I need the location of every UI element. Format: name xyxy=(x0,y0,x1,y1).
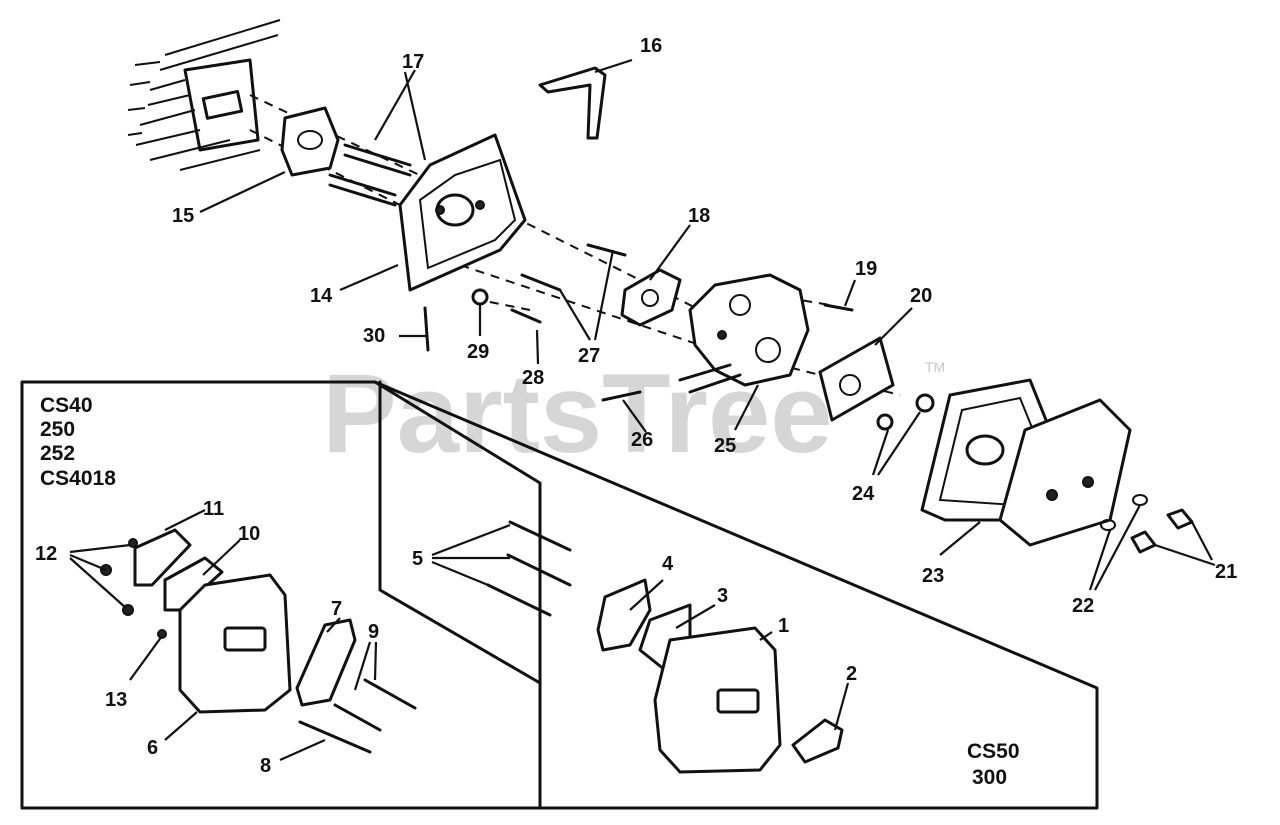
callout-26: 26 xyxy=(631,429,653,451)
part-5-bolts xyxy=(486,520,572,617)
part-12-nut-a xyxy=(128,538,138,548)
part-25-carburetor xyxy=(678,273,810,394)
callout-24: 24 xyxy=(852,483,875,505)
callout-19: 19 xyxy=(855,258,877,280)
model-label: CS50 xyxy=(967,740,1020,763)
callout-27: 27 xyxy=(578,345,600,367)
callout-21: 21 xyxy=(1215,561,1237,583)
callout-28: 28 xyxy=(522,367,544,389)
callout-10: 10 xyxy=(238,523,260,545)
model-label: 252 xyxy=(40,442,75,465)
callout-25: 25 xyxy=(714,435,736,457)
part-6-muffler xyxy=(178,573,292,714)
part-15-gasket xyxy=(280,106,340,177)
part-16-wrench xyxy=(538,66,607,140)
part-23-filter-case xyxy=(920,378,1132,547)
part-19-pin xyxy=(823,303,854,312)
callout-6: 6 xyxy=(147,737,158,759)
callout-8: 8 xyxy=(260,755,271,777)
callout-17: 17 xyxy=(402,51,424,73)
part-26-pin xyxy=(601,390,642,402)
callout-22: 22 xyxy=(1072,595,1094,617)
part-7-gasket xyxy=(295,618,357,707)
callout-13: 13 xyxy=(105,689,127,711)
part-17-studs xyxy=(328,143,412,207)
inset-box-right xyxy=(373,380,1099,810)
model-label: 250 xyxy=(40,418,75,441)
callout-4: 4 xyxy=(662,553,674,575)
model-label: 300 xyxy=(972,766,1007,789)
part-28-screw xyxy=(510,308,542,324)
part-13-washer xyxy=(157,629,167,639)
part-22-washer-a xyxy=(1100,519,1116,531)
part-30-pin xyxy=(423,306,430,352)
part-8-9-bolts xyxy=(298,678,417,754)
model-label: CS4018 xyxy=(40,467,116,490)
part-24-nut-a xyxy=(876,413,894,431)
callout-23: 23 xyxy=(922,565,944,587)
inset-box-left xyxy=(20,380,542,810)
callout-9: 9 xyxy=(368,621,379,643)
part-2-gasket xyxy=(791,718,844,764)
model-list-right: CS50 300 xyxy=(967,740,1020,789)
part-21-knob-a xyxy=(1130,530,1157,554)
part-29-washer xyxy=(471,288,489,306)
callout-14: 14 xyxy=(310,285,333,307)
model-label: CS40 xyxy=(40,394,93,417)
callout-30: 30 xyxy=(363,325,385,347)
callout-7: 7 xyxy=(331,598,342,620)
part-4-plate xyxy=(596,578,652,652)
part-20-gasket xyxy=(818,336,895,422)
cylinder-block xyxy=(127,19,281,171)
callout-29: 29 xyxy=(467,341,489,363)
part-11-plate xyxy=(133,528,192,587)
model-list-left: CS40 250 252 CS4018 xyxy=(40,394,116,490)
part-18-gasket xyxy=(620,268,682,327)
callout-2: 2 xyxy=(846,663,857,685)
callout-3: 3 xyxy=(717,585,728,607)
callout-11: 11 xyxy=(203,498,224,520)
part-1-muffler xyxy=(653,626,782,774)
callout-16: 16 xyxy=(640,35,662,57)
callout-5: 5 xyxy=(412,548,423,570)
part-27-screws xyxy=(520,243,627,292)
part-14-insulator xyxy=(398,133,527,292)
part-24-nut-b xyxy=(915,393,935,413)
part-21-knob-b xyxy=(1166,508,1194,530)
watermark-trademark: TM xyxy=(925,359,945,375)
callout-18: 18 xyxy=(688,205,710,227)
callout-20: 20 xyxy=(910,285,932,307)
callout-1: 1 xyxy=(778,615,789,637)
leader-lines xyxy=(69,58,1216,762)
part-22-washer-b xyxy=(1132,494,1148,506)
callout-12: 12 xyxy=(35,543,57,565)
callout-15: 15 xyxy=(172,205,194,227)
